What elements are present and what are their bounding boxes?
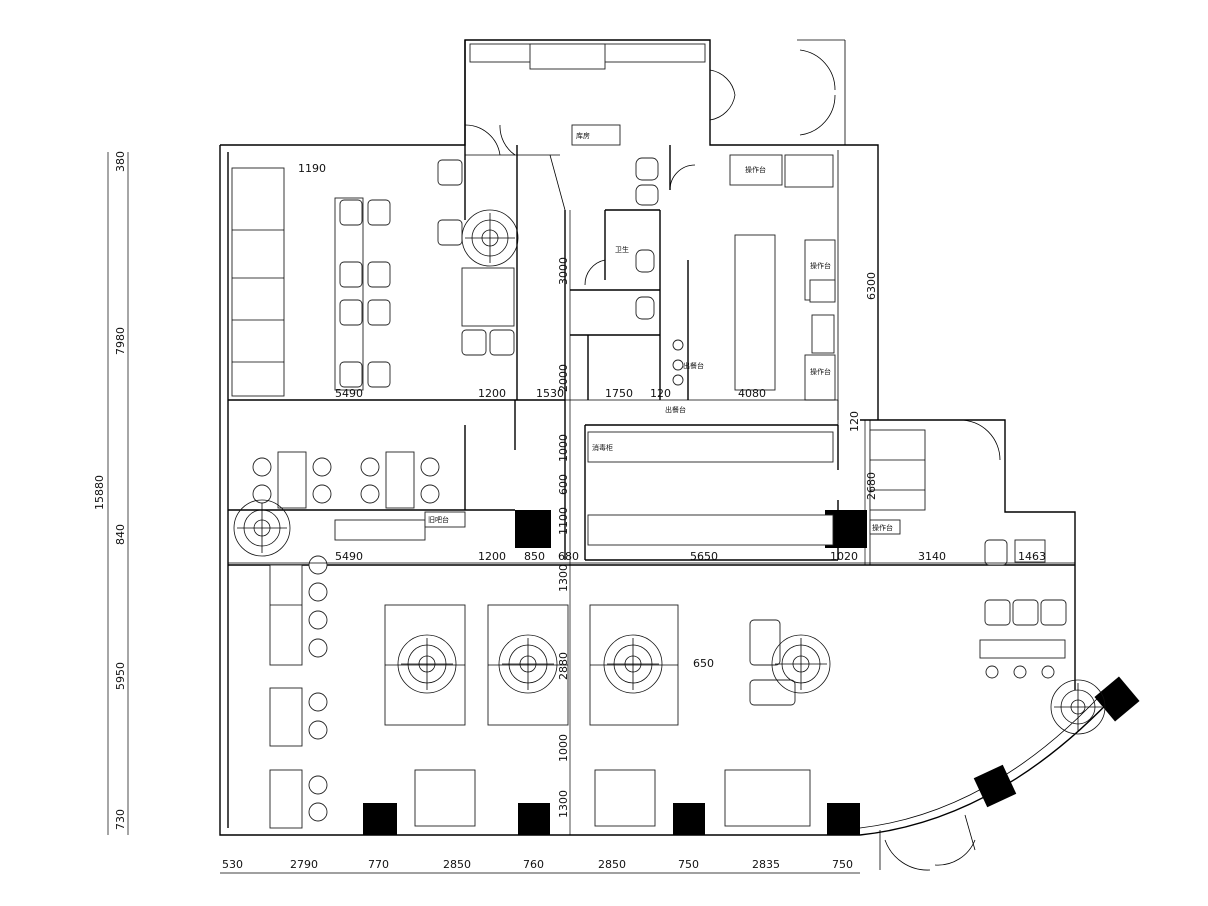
column <box>827 803 860 835</box>
dim-vcenter: 1300 <box>557 790 570 818</box>
interior-walls <box>228 145 1075 566</box>
disinfect-label: 消毒柜 <box>592 443 613 452</box>
dim-mid: 850 <box>524 550 545 563</box>
tree-icon <box>603 634 663 694</box>
prep-table-2-label: 操作台 <box>810 261 831 270</box>
dim-left: 840 <box>114 524 127 545</box>
kitchen-lower: 消毒柜 操作台 <box>587 431 901 546</box>
dim-vcenter: 3000 <box>557 257 570 285</box>
dimension-lines <box>107 152 1075 874</box>
tree-icon <box>397 634 457 694</box>
side-board-label: 旧吧台 <box>428 515 449 524</box>
left-booths <box>231 159 515 397</box>
warehouse-label: 库房 <box>576 131 590 140</box>
dim-mid: 5490 <box>335 550 363 563</box>
column <box>518 803 550 835</box>
dim-vcenter: 1100 <box>557 507 570 535</box>
dim-right: 6300 <box>865 272 878 300</box>
dim-left: 5950 <box>114 662 127 690</box>
dim-upper: 1200 <box>478 387 506 400</box>
column <box>363 803 397 835</box>
dim-bottom: 2835 <box>752 858 780 871</box>
dim-mid: 680 <box>558 550 579 563</box>
column <box>1094 676 1140 722</box>
bottom-dimensions: 530 2790 770 2850 760 2850 750 2835 750 <box>222 858 853 871</box>
tree-icon <box>233 499 291 557</box>
dim-vcenter: 1000 <box>557 434 570 462</box>
counter-1-label: 出餐台 <box>683 361 704 370</box>
column <box>515 510 551 548</box>
middle-left-tables: 旧吧台 <box>252 451 466 541</box>
dim-left: 7980 <box>114 327 127 355</box>
column <box>673 803 705 835</box>
tree-icon <box>1050 679 1106 735</box>
right-patio <box>869 429 1067 679</box>
right-dimensions: 6300 120 2680 <box>848 272 878 500</box>
dim-top-width: 1190 <box>298 162 326 175</box>
dim-mid: 3140 <box>918 550 946 563</box>
dim-vcenter: 600 <box>557 474 570 495</box>
doors <box>464 49 1001 871</box>
dim-bottom: 2850 <box>443 858 471 871</box>
dim-vcenter: 2880 <box>557 652 570 680</box>
dim-bottom: 530 <box>222 858 243 871</box>
dim-vcenter: 1000 <box>557 734 570 762</box>
dim-bottom: 2790 <box>290 858 318 871</box>
dim-mid: 5650 <box>690 550 718 563</box>
dim-bottom: 770 <box>368 858 389 871</box>
dim-upper: 120 <box>650 387 671 400</box>
dim-upper: 4080 <box>738 387 766 400</box>
dim-upper: 1530 <box>536 387 564 400</box>
mid-row-dimensions: 5490 1200 850 680 5650 1020 3140 1463 <box>335 550 1046 563</box>
column <box>973 764 1017 808</box>
dim-mid: 1020 <box>830 550 858 563</box>
dim-vcenter: 1300 <box>557 564 570 592</box>
left-dimensions: 380 7980 840 5950 730 15880 <box>93 151 127 830</box>
dim-bottom: 2850 <box>598 858 626 871</box>
counter-2-label: 出餐台 <box>665 405 686 414</box>
dim-vcenter: 2000 <box>557 364 570 392</box>
dim-upper: 1750 <box>605 387 633 400</box>
trees <box>233 209 1106 735</box>
outdoor-table-label: 操作台 <box>872 523 893 532</box>
upper-row-dimensions: 5490 1200 1530 1750 120 4080 1190 650 <box>298 162 766 670</box>
restroom-label: 卫生 <box>615 245 629 254</box>
prep-table-3-label: 操作台 <box>810 367 831 376</box>
dim-bottom: 750 <box>832 858 853 871</box>
prep-table-1-label: 操作台 <box>745 165 766 174</box>
lower-dining <box>269 555 811 829</box>
dim-left: 730 <box>114 809 127 830</box>
dim-mid: 1463 <box>1018 550 1046 563</box>
dim-right-mid: 650 <box>693 657 714 670</box>
tree-icon <box>771 634 831 694</box>
dim-mid: 1200 <box>478 550 506 563</box>
dim-left-total: 15880 <box>93 475 106 510</box>
storage-room: 库房 <box>469 43 706 146</box>
dim-right: 120 <box>848 411 861 432</box>
dim-bottom: 750 <box>678 858 699 871</box>
tree-icon <box>498 634 558 694</box>
dim-right: 2680 <box>865 472 878 500</box>
dim-left: 380 <box>114 151 127 172</box>
tree-icon <box>461 209 519 267</box>
center-vertical-dimensions: 3000 2000 1000 600 1100 1300 2880 1000 1… <box>557 257 570 818</box>
dim-upper: 5490 <box>335 387 363 400</box>
dim-bottom: 760 <box>523 858 544 871</box>
kitchen-upper: 卫生 操作台 操作台 操作台 出餐台 出餐台 <box>615 154 836 414</box>
